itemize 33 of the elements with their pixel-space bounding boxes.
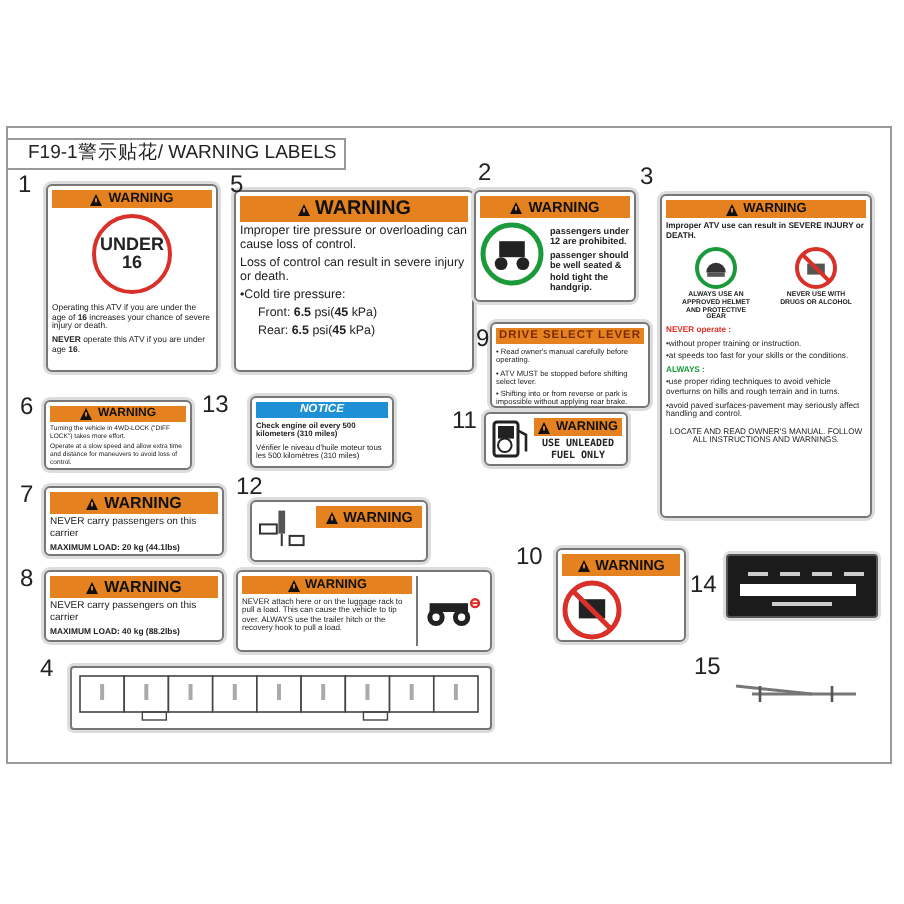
heading-text: WARNING: [104, 578, 182, 596]
callout-number: 10: [516, 544, 543, 568]
warning-label: [250, 500, 428, 562]
heading-text: WARNING: [104, 494, 182, 512]
warning-label: [46, 184, 218, 372]
callout-number: 14: [690, 572, 717, 596]
callout-number: 15: [694, 654, 721, 678]
callout-number: 1: [18, 172, 32, 196]
warning-label: [234, 190, 474, 372]
warning-label: [236, 570, 492, 652]
callout-number: 9: [476, 326, 490, 350]
callout-number: 5: [230, 172, 244, 196]
warning-label: [474, 190, 636, 302]
callout-number: 2: [478, 160, 492, 184]
callout-number: 13: [202, 392, 229, 416]
warning-label: [660, 194, 872, 518]
age-limit-sign: UNDER 16: [92, 214, 172, 294]
warning-label: [484, 412, 628, 466]
warning-label: [44, 570, 224, 642]
heading-text: WARNING: [315, 198, 411, 220]
callout-number: 8: [20, 566, 34, 590]
warning-label: [44, 400, 192, 470]
title: F19-1警示贴花/ WARNING LABELS: [6, 138, 346, 170]
callout-number: 12: [236, 474, 263, 498]
warning-label: [250, 396, 394, 468]
warning-label: [556, 548, 686, 642]
callout-number: 4: [40, 656, 54, 680]
callout-number: 11: [452, 408, 477, 432]
warning-label: [490, 322, 650, 408]
callout-number: 3: [640, 164, 654, 188]
callout-number: 7: [20, 482, 34, 506]
warning-label: [44, 486, 224, 556]
callout-number: 6: [20, 394, 34, 418]
